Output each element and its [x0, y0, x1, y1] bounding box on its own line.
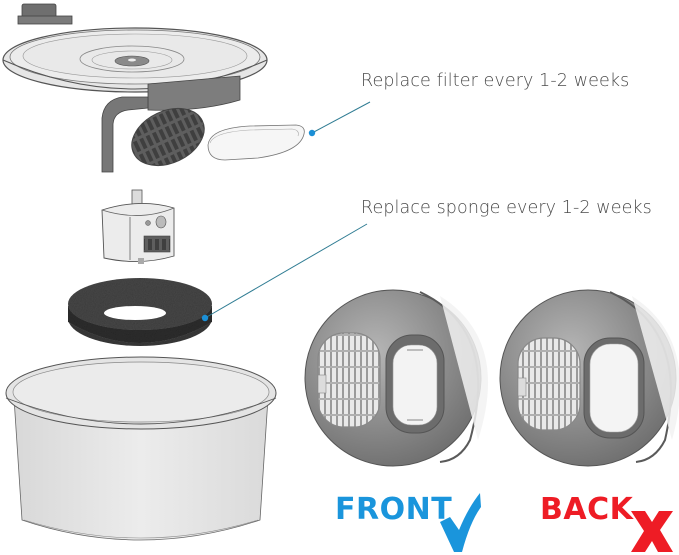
- filter-callout-line: [308, 101, 371, 137]
- back-orientation-photo: [499, 289, 679, 467]
- front-orientation-photo: [304, 289, 489, 467]
- sponge-callout-line: [201, 223, 368, 322]
- checkmark-icon: [440, 493, 481, 552]
- lid-tray-illustration: [2, 3, 268, 173]
- filter-cartridge-illustration: [207, 124, 305, 161]
- back-label: BACK: [540, 492, 634, 527]
- pump-illustration: [101, 189, 175, 264]
- sponge-ring-illustration: [68, 278, 212, 346]
- x-mark-icon: [631, 511, 673, 552]
- front-label: FRONT: [335, 492, 453, 527]
- sponge-replacement-label: Replace sponge every 1-2 weeks: [361, 198, 652, 218]
- filter-replacement-label: Replace filter every 1-2 weeks: [361, 71, 630, 91]
- water-bowl-illustration: [5, 356, 277, 541]
